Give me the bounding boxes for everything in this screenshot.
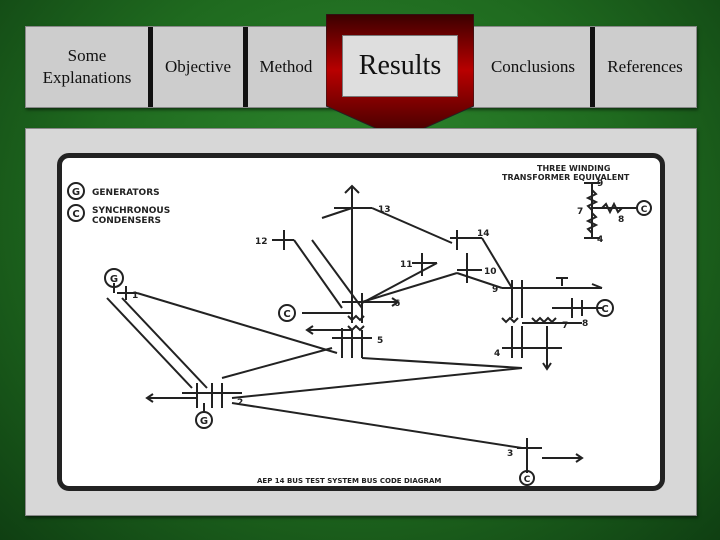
legend-condensers-label-2: CONDENSERS xyxy=(92,216,161,226)
inset-bus-7: 7 xyxy=(577,207,583,217)
tab-references[interactable]: References xyxy=(595,27,695,107)
bus-label-3: 3 xyxy=(507,449,513,459)
bus-label-6: 6 xyxy=(394,299,400,309)
generator-bus1-symbol: G xyxy=(110,274,118,285)
tab-conclusions[interactable]: Conclusions xyxy=(476,27,590,107)
bus-label-11: 11 xyxy=(400,260,413,270)
legend-condenser-symbol: C xyxy=(72,209,79,220)
bus-label-14: 14 xyxy=(477,229,490,239)
bus-label-5: 5 xyxy=(377,336,383,346)
tab-separator xyxy=(590,27,595,107)
generator-bus2-symbol: G xyxy=(200,416,208,427)
bus-label-7: 7 xyxy=(562,321,568,331)
bus-label-2: 2 xyxy=(237,398,243,408)
inset-bus-8: 8 xyxy=(618,215,624,225)
tab-separator xyxy=(148,27,153,107)
condenser-bus3-symbol: C xyxy=(524,475,531,485)
bus-label-8: 8 xyxy=(582,319,588,329)
tab-label: Results xyxy=(358,50,442,81)
legend-generator-symbol: G xyxy=(72,187,80,198)
inset-bus-4: 4 xyxy=(597,235,603,245)
tab-separator xyxy=(243,27,248,107)
condenser-bus6-symbol: C xyxy=(283,309,290,320)
tab-objective[interactable]: Objective xyxy=(153,27,243,107)
tab-label: Conclusions xyxy=(490,57,576,76)
bus-label-4: 4 xyxy=(494,349,500,359)
legend-generators-label: GENERATORS xyxy=(92,188,160,198)
bus-diagram-svg: G GENERATORS C SYNCHRONOUS CONDENSERS TH… xyxy=(67,164,652,486)
tab-method[interactable]: Method xyxy=(248,27,324,107)
inset-title-2: TRANSFORMER EQUIVALENT xyxy=(502,173,630,182)
tab-label: Objective xyxy=(164,57,232,76)
bus-label-13: 13 xyxy=(378,205,391,215)
tab-some-explanations[interactable]: Some Explanations xyxy=(26,27,148,107)
tab-label-line1: Some xyxy=(67,46,107,65)
inset-bus-9: 9 xyxy=(597,179,603,189)
tab-label: Method xyxy=(259,57,313,76)
diagram-caption: AEP 14 BUS TEST SYSTEM BUS CODE DIAGRAM xyxy=(257,477,441,485)
inset-title-1: THREE WINDING xyxy=(537,164,610,173)
inset-condenser-symbol: C xyxy=(641,205,648,215)
condenser-bus8-symbol: C xyxy=(601,304,608,315)
bus-diagram: G GENERATORS C SYNCHRONOUS CONDENSERS TH… xyxy=(57,153,665,491)
bus-label-1: 1 xyxy=(132,291,138,301)
bus-label-12: 12 xyxy=(255,237,268,247)
bus-label-10: 10 xyxy=(484,267,497,277)
bus-label-9: 9 xyxy=(492,285,498,295)
tab-label-line2: Explanations xyxy=(42,68,132,87)
legend-condensers-label-1: SYNCHRONOUS xyxy=(92,206,170,216)
tab-results[interactable]: Results xyxy=(342,35,458,97)
tab-label: References xyxy=(607,57,683,76)
